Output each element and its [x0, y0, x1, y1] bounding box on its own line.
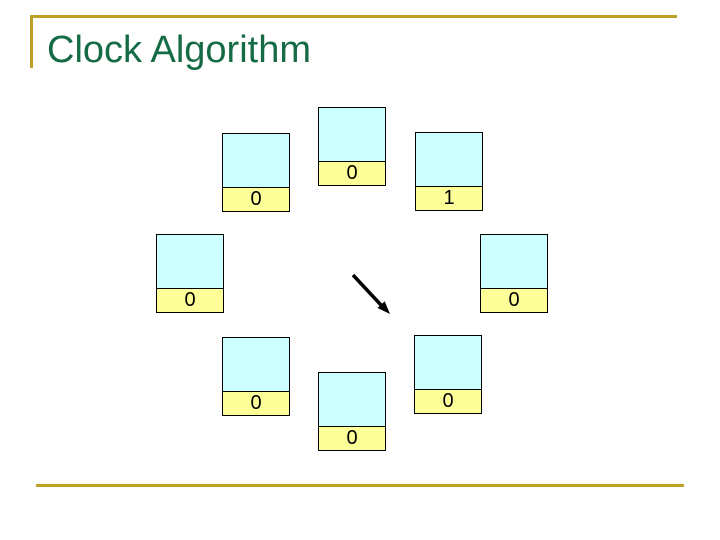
page-title: Clock Algorithm [47, 29, 311, 71]
page-frame-mid-right: 0 [480, 234, 548, 313]
page-frame-lower-left: 0 [222, 337, 290, 416]
reference-bit: 1 [416, 186, 482, 210]
page-frame-mid-left: 0 [156, 234, 224, 313]
clock-hand-arrow-icon [351, 273, 390, 314]
page-frame-upper-left: 0 [222, 133, 290, 212]
reference-bit: 0 [415, 389, 481, 413]
reference-bit: 0 [319, 161, 385, 185]
page-frame-top-center: 0 [318, 107, 386, 186]
page-frame-upper-right: 1 [415, 132, 483, 211]
page-frame-lower-right: 0 [414, 335, 482, 414]
reference-bit: 0 [319, 426, 385, 450]
reference-bit: 0 [223, 391, 289, 415]
page-frame-bottom-center: 0 [318, 372, 386, 451]
title-accent-line-side [30, 15, 33, 68]
reference-bit: 0 [481, 288, 547, 312]
title-accent-line-top [30, 15, 677, 18]
reference-bit: 0 [157, 288, 223, 312]
footer-accent-line [36, 484, 684, 487]
reference-bit: 0 [223, 187, 289, 211]
